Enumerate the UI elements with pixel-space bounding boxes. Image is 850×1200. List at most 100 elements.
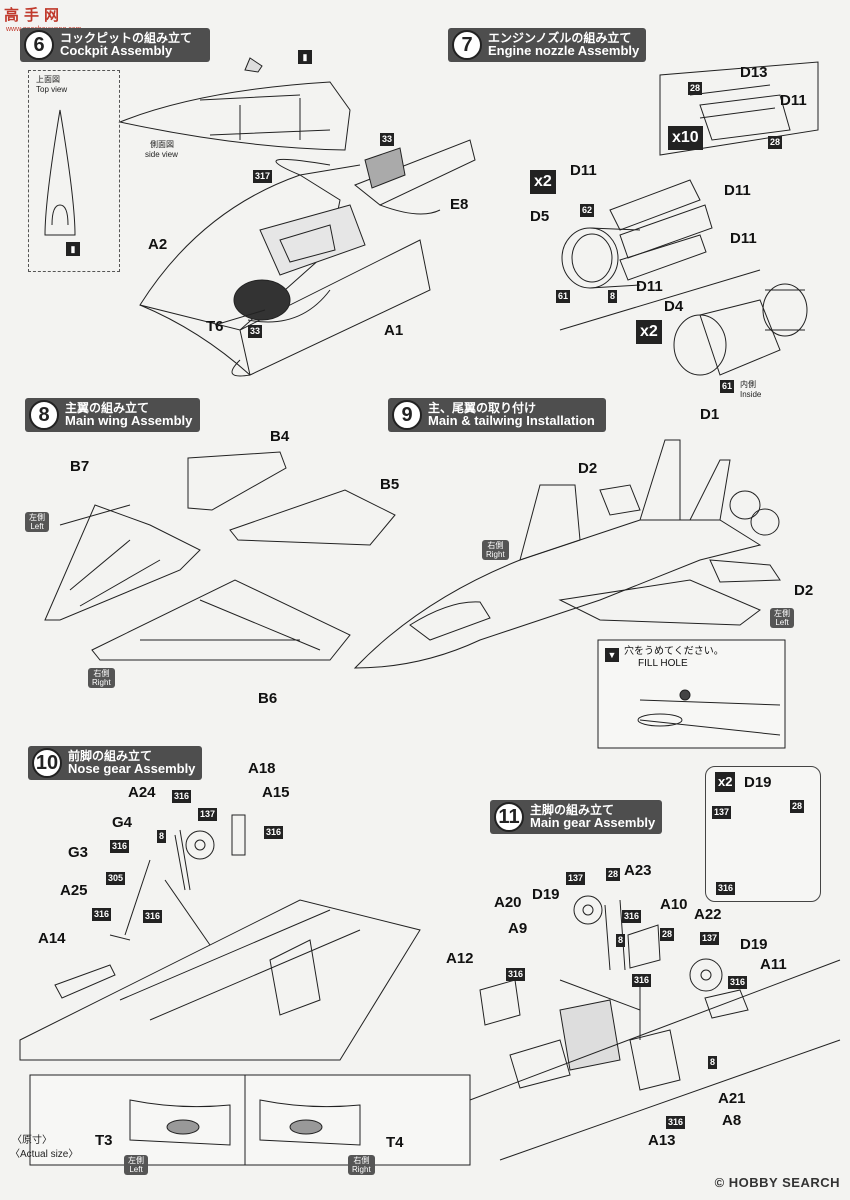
paint-8: 8	[616, 934, 626, 947]
part-b4: B4	[270, 428, 290, 445]
fill-hole-note-en: FILL HOLE	[638, 658, 688, 669]
paint-137: 137	[700, 932, 720, 945]
top-view-box	[28, 70, 120, 272]
part-a21: A21	[718, 1090, 746, 1107]
wheel-part-d19: D19	[744, 774, 772, 791]
part-d11: D11	[570, 162, 597, 179]
paint-28: 28	[790, 800, 805, 813]
right-tag-en: Right	[92, 678, 111, 687]
step11-title-en: Main gear Assembly	[530, 815, 656, 831]
part-d19: D19	[532, 886, 560, 903]
part-d11: D11	[780, 92, 807, 109]
part-d11: D11	[730, 230, 757, 247]
part-d4: D4	[664, 298, 684, 315]
paint-33: 33	[248, 325, 263, 338]
step6-title-jp: コックピットの組み立て	[60, 30, 193, 45]
watermark-char-1: 高	[4, 6, 20, 24]
right-tag-en: Right	[486, 550, 505, 559]
step6-title-en: Cockpit Assembly	[60, 43, 173, 59]
inside-label-en: Inside	[740, 390, 762, 399]
watermark-logo: 高 手 网 www.gaoshouwang.com	[4, 4, 82, 33]
fill-hole-icon: ▼	[605, 648, 619, 662]
multiplier-x2: x2	[530, 170, 556, 194]
paint-317: 317	[253, 170, 273, 183]
part-d13: D13	[740, 64, 768, 81]
part-b7: B7	[70, 458, 90, 475]
paint-8: 8	[708, 1056, 718, 1069]
part-d2: D2	[578, 460, 598, 477]
part-a9: A9	[508, 920, 528, 937]
part-a25: A25	[60, 882, 88, 899]
part-a10: A10	[660, 896, 688, 913]
step11-title-jp: 主脚の組み立て	[530, 802, 615, 817]
paint-316: 316	[622, 910, 642, 923]
part-a2: A2	[148, 236, 168, 253]
actual-size-label-en: 〈Actual size〉	[10, 1149, 79, 1160]
part-a14: A14	[38, 930, 66, 947]
paint-137: 137	[712, 806, 732, 819]
step7-title-jp: エンジンノズルの組み立て	[488, 30, 632, 45]
engine-nozzle-drawing	[559, 61, 819, 376]
part-d19: D19	[740, 936, 768, 953]
paint-316: 316	[728, 976, 748, 989]
paint-28: 28	[688, 82, 703, 95]
right-tag-jp: 右側	[353, 1156, 370, 1165]
step8-header: 8 主翼の組み立て Main wing Assembly	[25, 398, 200, 432]
part-d11: D11	[636, 278, 663, 295]
part-a20: A20	[494, 894, 522, 911]
top-view-drawing	[44, 109, 76, 236]
step10-title-en: Nose gear Assembly	[68, 761, 196, 777]
part-d11: D11	[724, 182, 751, 199]
decal-icon: ▮	[298, 50, 312, 64]
part-t4: T4	[386, 1134, 404, 1151]
paint-316: 316	[143, 910, 163, 923]
right-tag: 右側 Right	[88, 668, 115, 688]
part-d1: D1	[700, 406, 720, 423]
step10-title-jp: 前脚の組み立て	[68, 748, 153, 763]
left-tag-jp: 左側	[774, 609, 790, 618]
paint-33: 33	[380, 133, 395, 146]
cockpit-drawing	[118, 57, 476, 377]
step10-number: 10	[32, 748, 62, 778]
part-d5: D5	[530, 208, 550, 225]
part-a11: A11	[760, 956, 787, 973]
top-view-label-en: Top view	[36, 85, 68, 94]
paint-316: 316	[666, 1116, 686, 1129]
multiplier-x2: x2	[636, 320, 662, 344]
paint-316: 316	[92, 908, 112, 921]
step7-number: 7	[452, 30, 482, 60]
left-tag-jp: 左側	[29, 513, 45, 522]
inside-label-jp: 内側	[740, 380, 756, 389]
paint-28: 28	[660, 928, 675, 941]
part-d2: D2	[794, 582, 814, 599]
step9-title-jp: 主、尾翼の取り付け	[428, 400, 537, 415]
step7-header: 7 エンジンノズルの組み立て Engine nozzle Assembly	[448, 28, 646, 62]
right-tag-jp: 右側	[93, 669, 110, 678]
part-a12: A12	[446, 950, 474, 967]
right-tag-en: Right	[352, 1165, 371, 1174]
paint-62: 62	[580, 204, 595, 217]
paint-316: 316	[506, 968, 526, 981]
left-tag-en: Left	[775, 618, 789, 627]
step7-title-en: Engine nozzle Assembly	[488, 43, 640, 59]
paint-61: 61	[720, 380, 735, 393]
paint-316: 316	[264, 826, 284, 839]
step10-header: 10 前脚の組み立て Nose gear Assembly	[28, 746, 202, 780]
step8-title-jp: 主翼の組み立て	[65, 400, 150, 415]
paint-61: 61	[556, 290, 571, 303]
left-tag-jp: 左側	[128, 1156, 144, 1165]
step11-number: 11	[494, 802, 524, 832]
left-tag-en: Left	[30, 522, 44, 531]
paint-316: 316	[716, 882, 736, 895]
actual-size-label-jp: 〈原寸〉	[12, 1135, 52, 1146]
left-tag-en: Left	[129, 1165, 143, 1174]
step6-number: 6	[24, 30, 54, 60]
part-e8: E8	[450, 196, 469, 213]
part-a18: A18	[248, 760, 276, 777]
left-tag: 左側 Left	[770, 608, 794, 628]
paint-316: 316	[110, 840, 130, 853]
paint-28: 28	[768, 136, 783, 149]
right-tag: 右側 Right	[348, 1155, 375, 1175]
